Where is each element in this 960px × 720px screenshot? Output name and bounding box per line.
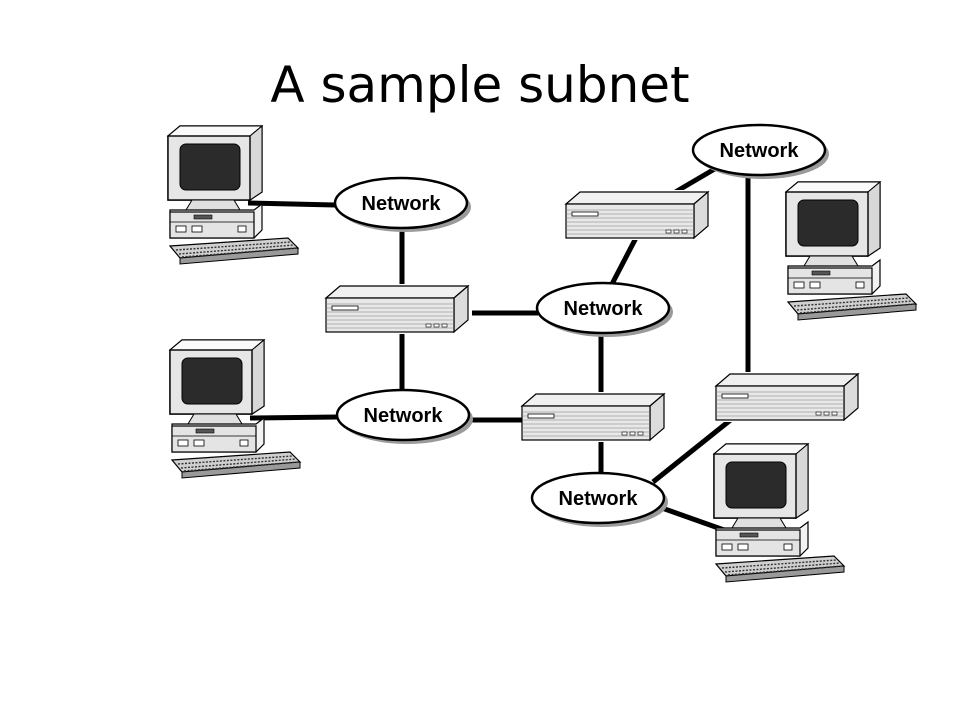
network-node-1: Network	[333, 176, 471, 232]
link-router-2-net-4	[670, 164, 720, 197]
network-node-4: Network	[691, 123, 829, 179]
computer-2	[169, 339, 301, 479]
computer-1	[167, 125, 299, 265]
computer-3	[785, 181, 917, 321]
network-node-3: Network	[535, 281, 673, 337]
slide-title: A sample subnet	[270, 56, 690, 114]
network-node-5: Network	[530, 471, 668, 527]
network-label-2: Network	[364, 405, 444, 427]
network-label-3: Network	[564, 298, 644, 320]
network-label-1: Network	[362, 193, 442, 215]
network-label-5: Network	[559, 488, 639, 510]
connections	[247, 164, 751, 533]
router-1	[325, 283, 473, 335]
link-router-2-net-3	[609, 232, 641, 286]
link-net-5-router-4	[651, 412, 740, 484]
computer-4	[713, 443, 845, 583]
link-net-5-computer-3	[661, 505, 725, 533]
network-label-4: Network	[720, 140, 800, 162]
link-computer-2-net-2	[249, 414, 339, 421]
router-4	[715, 371, 863, 423]
router-2	[565, 189, 713, 241]
router-3	[521, 391, 669, 443]
network-node-2: Network	[335, 388, 473, 444]
